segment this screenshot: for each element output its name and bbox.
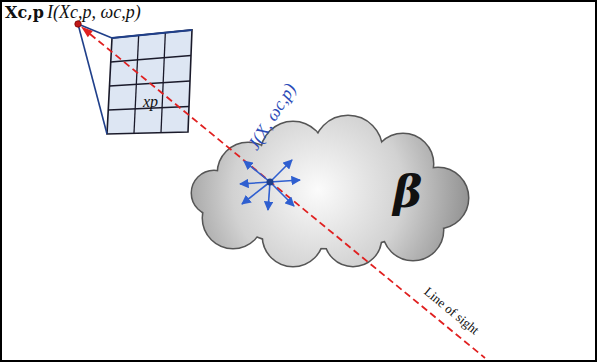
line-of-sight-arrowhead (81, 27, 93, 38)
scatter-arrow (242, 182, 270, 204)
scatter-arrow (268, 182, 270, 210)
medium-cloud: β (188, 118, 473, 268)
line-of-sight (90, 34, 485, 358)
cloud-outline (192, 116, 468, 266)
image-plane-edge (112, 30, 192, 38)
scatter-point (267, 179, 274, 186)
scatter-arrow (240, 182, 270, 184)
image-plane-grid: xp (103, 28, 195, 136)
pixel-label: xp (143, 94, 158, 110)
scatter-arrow (244, 161, 270, 182)
camera-point-label: Xc,p (5, 5, 44, 21)
projection-line (78, 24, 112, 38)
cloud-fill (192, 116, 468, 266)
scatter-arrow (270, 160, 292, 182)
pixel-grid-line (111, 56, 191, 63)
medium-cloud-shape (188, 118, 473, 268)
image-plane (107, 30, 192, 134)
pixel-intensity-label: I(Xc,p, ωc,p) (47, 3, 141, 21)
projection-line (78, 24, 107, 134)
image-plane-grid-shape (103, 28, 195, 136)
scatter-arrow (270, 182, 294, 206)
scatter-arrow (270, 180, 300, 182)
camera-point (75, 21, 81, 27)
extinction-symbol: β (393, 170, 422, 214)
